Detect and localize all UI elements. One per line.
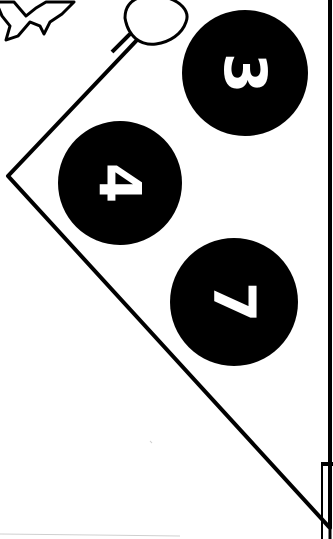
ball-7: 7	[170, 238, 298, 366]
ball-4: 4	[58, 121, 182, 245]
paper-texture	[0, 441, 180, 536]
ball-7-number: 7	[200, 282, 268, 322]
ball-3-number: 3	[211, 53, 279, 93]
cue-stick-tip-icon	[112, 0, 187, 52]
ball-3: 3	[182, 10, 308, 136]
ball-4-number: 4	[86, 163, 154, 203]
star-fragment-icon	[0, 2, 74, 40]
